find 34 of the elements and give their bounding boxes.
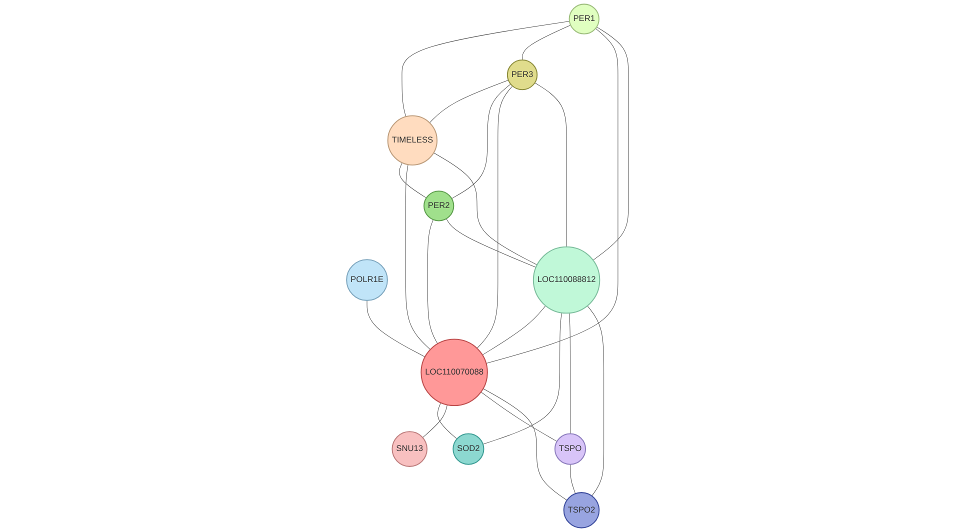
node-circle: SOD2 bbox=[452, 433, 484, 465]
connector bbox=[446, 218, 536, 268]
node-circle: TSPO2 bbox=[563, 492, 600, 528]
connector bbox=[482, 388, 568, 500]
connector bbox=[587, 306, 604, 496]
connector bbox=[486, 28, 618, 364]
connector bbox=[405, 164, 431, 350]
connector bbox=[476, 86, 513, 349]
node-circle: LOC110088812 bbox=[532, 246, 600, 314]
connector bbox=[427, 219, 438, 344]
connector bbox=[451, 84, 511, 199]
connector bbox=[568, 312, 570, 434]
node-circle: POLR1E bbox=[346, 259, 388, 301]
connector bbox=[522, 24, 571, 60]
connector bbox=[482, 305, 546, 356]
node-circle: TIMELESS bbox=[387, 115, 438, 166]
connector bbox=[433, 152, 538, 266]
connector bbox=[570, 464, 576, 494]
connector bbox=[422, 404, 448, 438]
connector bbox=[366, 300, 426, 358]
node-circle: PER2 bbox=[423, 190, 454, 222]
node-circle: PER3 bbox=[506, 59, 538, 90]
node-circle: PER1 bbox=[568, 4, 600, 34]
connector bbox=[399, 162, 427, 198]
node-circle: SNU13 bbox=[392, 431, 428, 467]
connector bbox=[429, 80, 509, 124]
connector bbox=[482, 312, 562, 444]
node-circle: LOC110070088 bbox=[420, 338, 488, 406]
connector bbox=[534, 82, 567, 248]
connector bbox=[480, 392, 558, 442]
connector bbox=[592, 26, 629, 260]
connector bbox=[402, 21, 570, 117]
connector bbox=[437, 402, 458, 440]
node-circle: TSPO bbox=[554, 433, 586, 465]
